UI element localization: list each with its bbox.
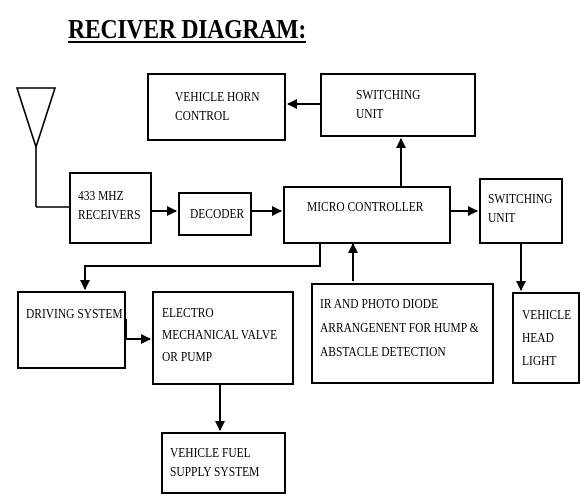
block-decoder: DECODER (178, 192, 252, 236)
block-switching-unit-top: SWITCHING UNIT (320, 73, 476, 137)
arrow-mc-to-driving (80, 244, 321, 290)
vehicle-horn-control-label: VEHICLE HORN CONTROL (175, 90, 260, 124)
vehicle-fuel-supply-label: VEHICLE FUEL SUPPLY SYSTEM (170, 446, 260, 480)
switching-unit-top-label: SWITCHING UNIT (356, 88, 421, 122)
block-433mhz-receivers: 433 MHZ RECEIVERS (69, 172, 152, 244)
vehicle-head-light-label: VEHICLE HEAD LIGHT (522, 308, 572, 369)
block-vehicle-head-light: VEHICLE HEAD LIGHT (512, 292, 580, 384)
block-electro-mechanical-valve: ELECTRO MECHANICAL VALVE OR PUMP (152, 291, 294, 385)
micro-controller-label: MICRO CONTROLLER (307, 200, 424, 215)
decoder-label: DECODER (190, 207, 245, 222)
block-ir-photo-diode: IR AND PHOTO DIODE ARRANGENENT FOR HUMP … (311, 283, 494, 384)
diagram-title: RECIVER DIAGRAM: (68, 14, 306, 44)
block-driving-system: DRIVING SYSTEM (17, 291, 126, 369)
switching-unit-right-label: SWITCHING UNIT (488, 192, 553, 226)
ir-photo-diode-label: IR AND PHOTO DIODE ARRANGENENT FOR HUMP … (320, 297, 479, 360)
block-vehicle-horn-control: VEHICLE HORN CONTROL (147, 73, 286, 141)
driving-system-label: DRIVING SYSTEM (26, 307, 123, 322)
antenna-icon (15, 87, 69, 208)
receivers-label: 433 MHZ RECEIVERS (78, 189, 141, 223)
block-switching-unit-right: SWITCHING UNIT (479, 178, 563, 244)
block-vehicle-fuel-supply: VEHICLE FUEL SUPPLY SYSTEM (161, 432, 286, 494)
electro-valve-label: ELECTRO MECHANICAL VALVE OR PUMP (162, 306, 278, 365)
arrow-driving-to-valve (125, 319, 151, 344)
block-micro-controller: MICRO CONTROLLER (283, 186, 451, 244)
